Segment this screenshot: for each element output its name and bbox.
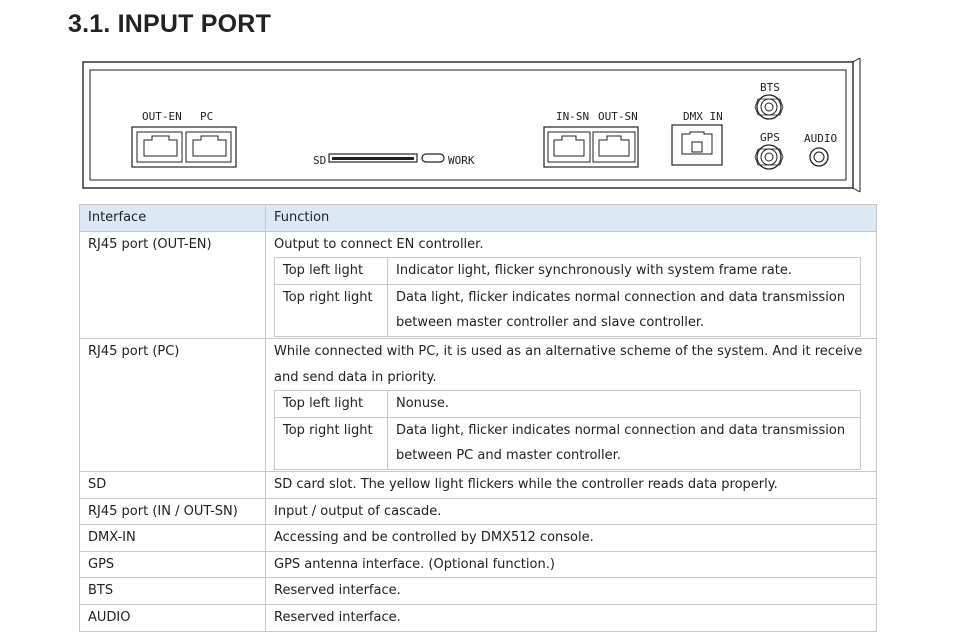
function-cell: GPS antenna interface. (Optional functio… [265,550,877,579]
light-subtable: Top left light Indicator light, flicker … [274,257,861,337]
sd-card-slot: SD WORK [313,153,475,167]
header-function: Function [265,204,877,232]
function-text: While connected with PC, it is used as a… [274,343,863,385]
interface-cell: GPS [79,550,266,579]
table-row: RJ45 port (PC) While connected with PC, … [79,337,877,472]
interface-cell: RJ45 port (IN / OUT-SN) [79,497,266,526]
function-cell: Input / output of cascade. [265,497,877,526]
function-cell: Output to connect EN controller. Top lef… [265,230,877,339]
rj45-out-en-pc-port: OUT-EN PC [131,110,237,168]
function-cell: While connected with PC, it is used as a… [265,337,877,472]
interface-cell: DMX-IN [79,524,266,552]
in-sn-label: IN-SN [556,110,589,123]
light-name: Top left light [274,257,388,285]
light-name: Top right light [274,416,388,470]
table-row: RJ45 port (OUT-EN) Output to connect EN … [79,230,877,339]
interface-cell: RJ45 port (PC) [79,337,266,472]
bts-antenna-connector: BTS [754,81,784,120]
light-name: Top left light [274,390,388,418]
table-row: AUDIO Reserved interface. [79,603,877,632]
table-row: SD SD card slot. The yellow light flicke… [79,470,877,499]
light-description: Indicator light, flicker synchronously w… [387,257,861,285]
rj45-in-out-sn-port: IN-SN OUT-SN [543,110,639,168]
interface-cell: RJ45 port (OUT-EN) [79,230,266,339]
audio-label: AUDIO [804,132,837,145]
out-sn-label: OUT-SN [598,110,638,123]
bts-label: BTS [760,81,780,94]
light-description: Data light, flicker indicates normal con… [387,416,861,470]
function-text: Output to connect EN controller. [274,236,484,252]
function-cell: Reserved interface. [265,603,877,632]
table-row: GPS GPS antenna interface. (Optional fun… [79,550,877,579]
header-interface: Interface [79,204,266,232]
light-description: Nonuse. [387,390,861,418]
function-cell: SD card slot. The yellow light flickers … [265,470,877,499]
light-subtable: Top left light Nonuse. Top right light D… [274,390,861,470]
function-cell: Reserved interface. [265,577,877,605]
light-description: Data light, flicker indicates normal con… [387,283,861,337]
table-row: RJ45 port (IN / OUT-SN) Input / output o… [79,497,877,526]
function-cell: Accessing and be controlled by DMX512 co… [265,524,877,552]
subtable-row: Top right light Data light, flicker indi… [274,283,861,337]
page-title: 3.1. INPUT PORT [68,10,272,38]
sd-label: SD [313,154,326,167]
interface-cell: BTS [79,577,266,605]
dmx-in-port: DMX IN [671,110,723,166]
table-row: DMX-IN Accessing and be controlled by DM… [79,524,877,552]
device-front-panel-diagram: OUT-EN PC SD WORK IN-SN OUT-SN [82,58,862,194]
subtable-row: Top left light Nonuse. [274,390,861,418]
gps-antenna-connector: GPS [754,131,784,170]
table-row: BTS Reserved interface. [79,577,877,605]
interface-cell: SD [79,470,266,499]
pc-label: PC [200,110,213,123]
dmx-in-label: DMX IN [683,110,723,123]
table-header-row: Interface Function [79,204,877,232]
subtable-row: Top left light Indicator light, flicker … [274,257,861,285]
interface-cell: AUDIO [79,603,266,632]
audio-jack: AUDIO [804,132,837,167]
work-label: WORK [448,154,475,167]
subtable-row: Top right light Data light, flicker indi… [274,416,861,470]
out-en-label: OUT-EN [142,110,182,123]
light-name: Top right light [274,283,388,337]
interface-function-table: Interface Function RJ45 port (OUT-EN) Ou… [79,204,877,632]
gps-label: GPS [760,131,780,144]
